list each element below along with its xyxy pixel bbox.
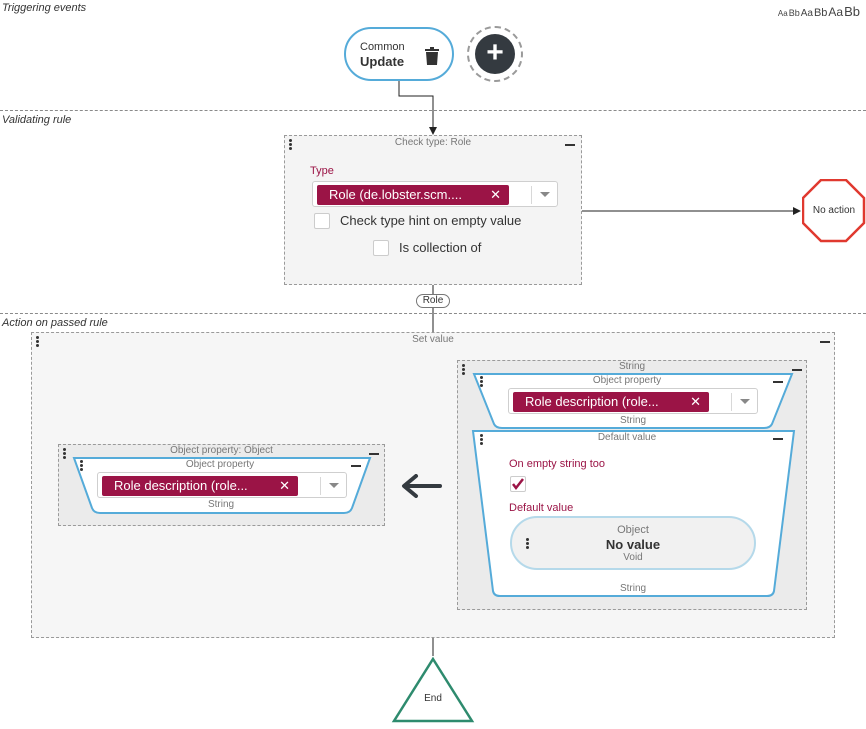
source-chip[interactable]: Role description (role... ✕ bbox=[513, 392, 709, 412]
drag-handle-icon[interactable] bbox=[480, 434, 484, 446]
collection-checkbox[interactable] bbox=[373, 240, 389, 256]
default-type: String bbox=[619, 583, 647, 594]
target-title: Object property: Object bbox=[170, 445, 273, 456]
target-inner-title: Object property bbox=[185, 459, 255, 470]
collapse-icon[interactable] bbox=[820, 341, 830, 343]
on-empty-label: On empty string too bbox=[509, 458, 605, 470]
remove-chip-icon[interactable]: ✕ bbox=[279, 478, 290, 493]
target-type: String bbox=[207, 499, 235, 510]
drag-handle-icon[interactable] bbox=[289, 139, 293, 151]
trigger-common-update[interactable]: Common Update bbox=[344, 27, 454, 81]
trigger-line1: Common bbox=[360, 41, 405, 53]
source-property-select[interactable]: Role description (role... ✕ bbox=[508, 388, 758, 414]
remove-chip-icon[interactable]: ✕ bbox=[690, 394, 701, 409]
section-label-validating: Validating rule bbox=[2, 114, 72, 126]
source-prop-title: Object property bbox=[592, 375, 662, 386]
remove-chip-icon[interactable]: ✕ bbox=[490, 187, 501, 202]
default-obj-line1: Object bbox=[617, 524, 649, 536]
add-trigger-button[interactable]: + bbox=[467, 26, 523, 82]
on-empty-checkbox[interactable] bbox=[510, 476, 526, 492]
type-label: Type bbox=[310, 165, 334, 177]
drag-handle-icon[interactable] bbox=[462, 364, 466, 376]
drag-handle-icon[interactable] bbox=[480, 376, 484, 388]
role-tag: Role bbox=[416, 294, 450, 308]
type-chip[interactable]: Role (de.lobster.scm.... ✕ bbox=[317, 185, 509, 205]
plus-icon[interactable]: + bbox=[475, 34, 515, 74]
collapse-icon[interactable] bbox=[369, 453, 379, 455]
collapse-icon[interactable] bbox=[773, 438, 783, 440]
type-select[interactable]: Role (de.lobster.scm.... ✕ bbox=[312, 181, 558, 207]
no-action-label: No action bbox=[812, 205, 856, 216]
trash-icon[interactable] bbox=[424, 47, 440, 65]
target-chip[interactable]: Role description (role... ✕ bbox=[102, 476, 298, 496]
source-prop-type: String bbox=[619, 415, 647, 426]
drag-handle-icon[interactable] bbox=[526, 538, 530, 550]
default-object-node[interactable]: Object No value Void bbox=[510, 516, 756, 570]
default-value-title: Default value bbox=[597, 432, 657, 443]
check-type-box[interactable]: Check type: Role Type Role (de.lobster.s… bbox=[284, 135, 582, 285]
default-obj-line3: Void bbox=[623, 552, 643, 563]
section-label-triggering: Triggering events bbox=[2, 2, 87, 14]
collection-label: Is collection of bbox=[399, 240, 482, 255]
chevron-down-icon[interactable] bbox=[540, 192, 550, 197]
check-icon bbox=[512, 478, 524, 491]
collapse-icon[interactable] bbox=[351, 465, 361, 467]
no-action-node[interactable]: No action bbox=[802, 179, 866, 243]
default-obj-line2: No value bbox=[605, 537, 661, 552]
drag-handle-icon[interactable] bbox=[36, 336, 40, 348]
end-node[interactable]: End bbox=[391, 656, 475, 724]
source-title: String bbox=[618, 361, 646, 372]
collapse-icon[interactable] bbox=[565, 144, 575, 146]
end-triangle-icon bbox=[391, 656, 475, 723]
stop-octagon-icon bbox=[802, 179, 866, 243]
collapse-icon[interactable] bbox=[773, 381, 783, 383]
font-size-selector[interactable]: AaBbAaBbAaBb bbox=[777, 4, 860, 19]
default-value-label: Default value bbox=[509, 502, 574, 514]
drag-handle-icon[interactable] bbox=[80, 460, 84, 472]
chevron-down-icon[interactable] bbox=[740, 399, 750, 404]
arrow-left-icon bbox=[402, 474, 442, 498]
end-label: End bbox=[424, 693, 442, 704]
collapse-icon[interactable] bbox=[792, 369, 802, 371]
chevron-down-icon[interactable] bbox=[329, 483, 339, 488]
hint-label: Check type hint on empty value bbox=[340, 213, 522, 228]
drag-handle-icon[interactable] bbox=[63, 448, 67, 460]
check-type-title: Check type: Role bbox=[394, 137, 472, 148]
set-value-title: Set value bbox=[412, 334, 454, 345]
hint-checkbox[interactable] bbox=[314, 213, 330, 229]
trigger-line2: Update bbox=[360, 54, 405, 69]
target-property-select[interactable]: Role description (role... ✕ bbox=[97, 472, 347, 498]
section-label-action: Action on passed rule bbox=[2, 317, 108, 329]
